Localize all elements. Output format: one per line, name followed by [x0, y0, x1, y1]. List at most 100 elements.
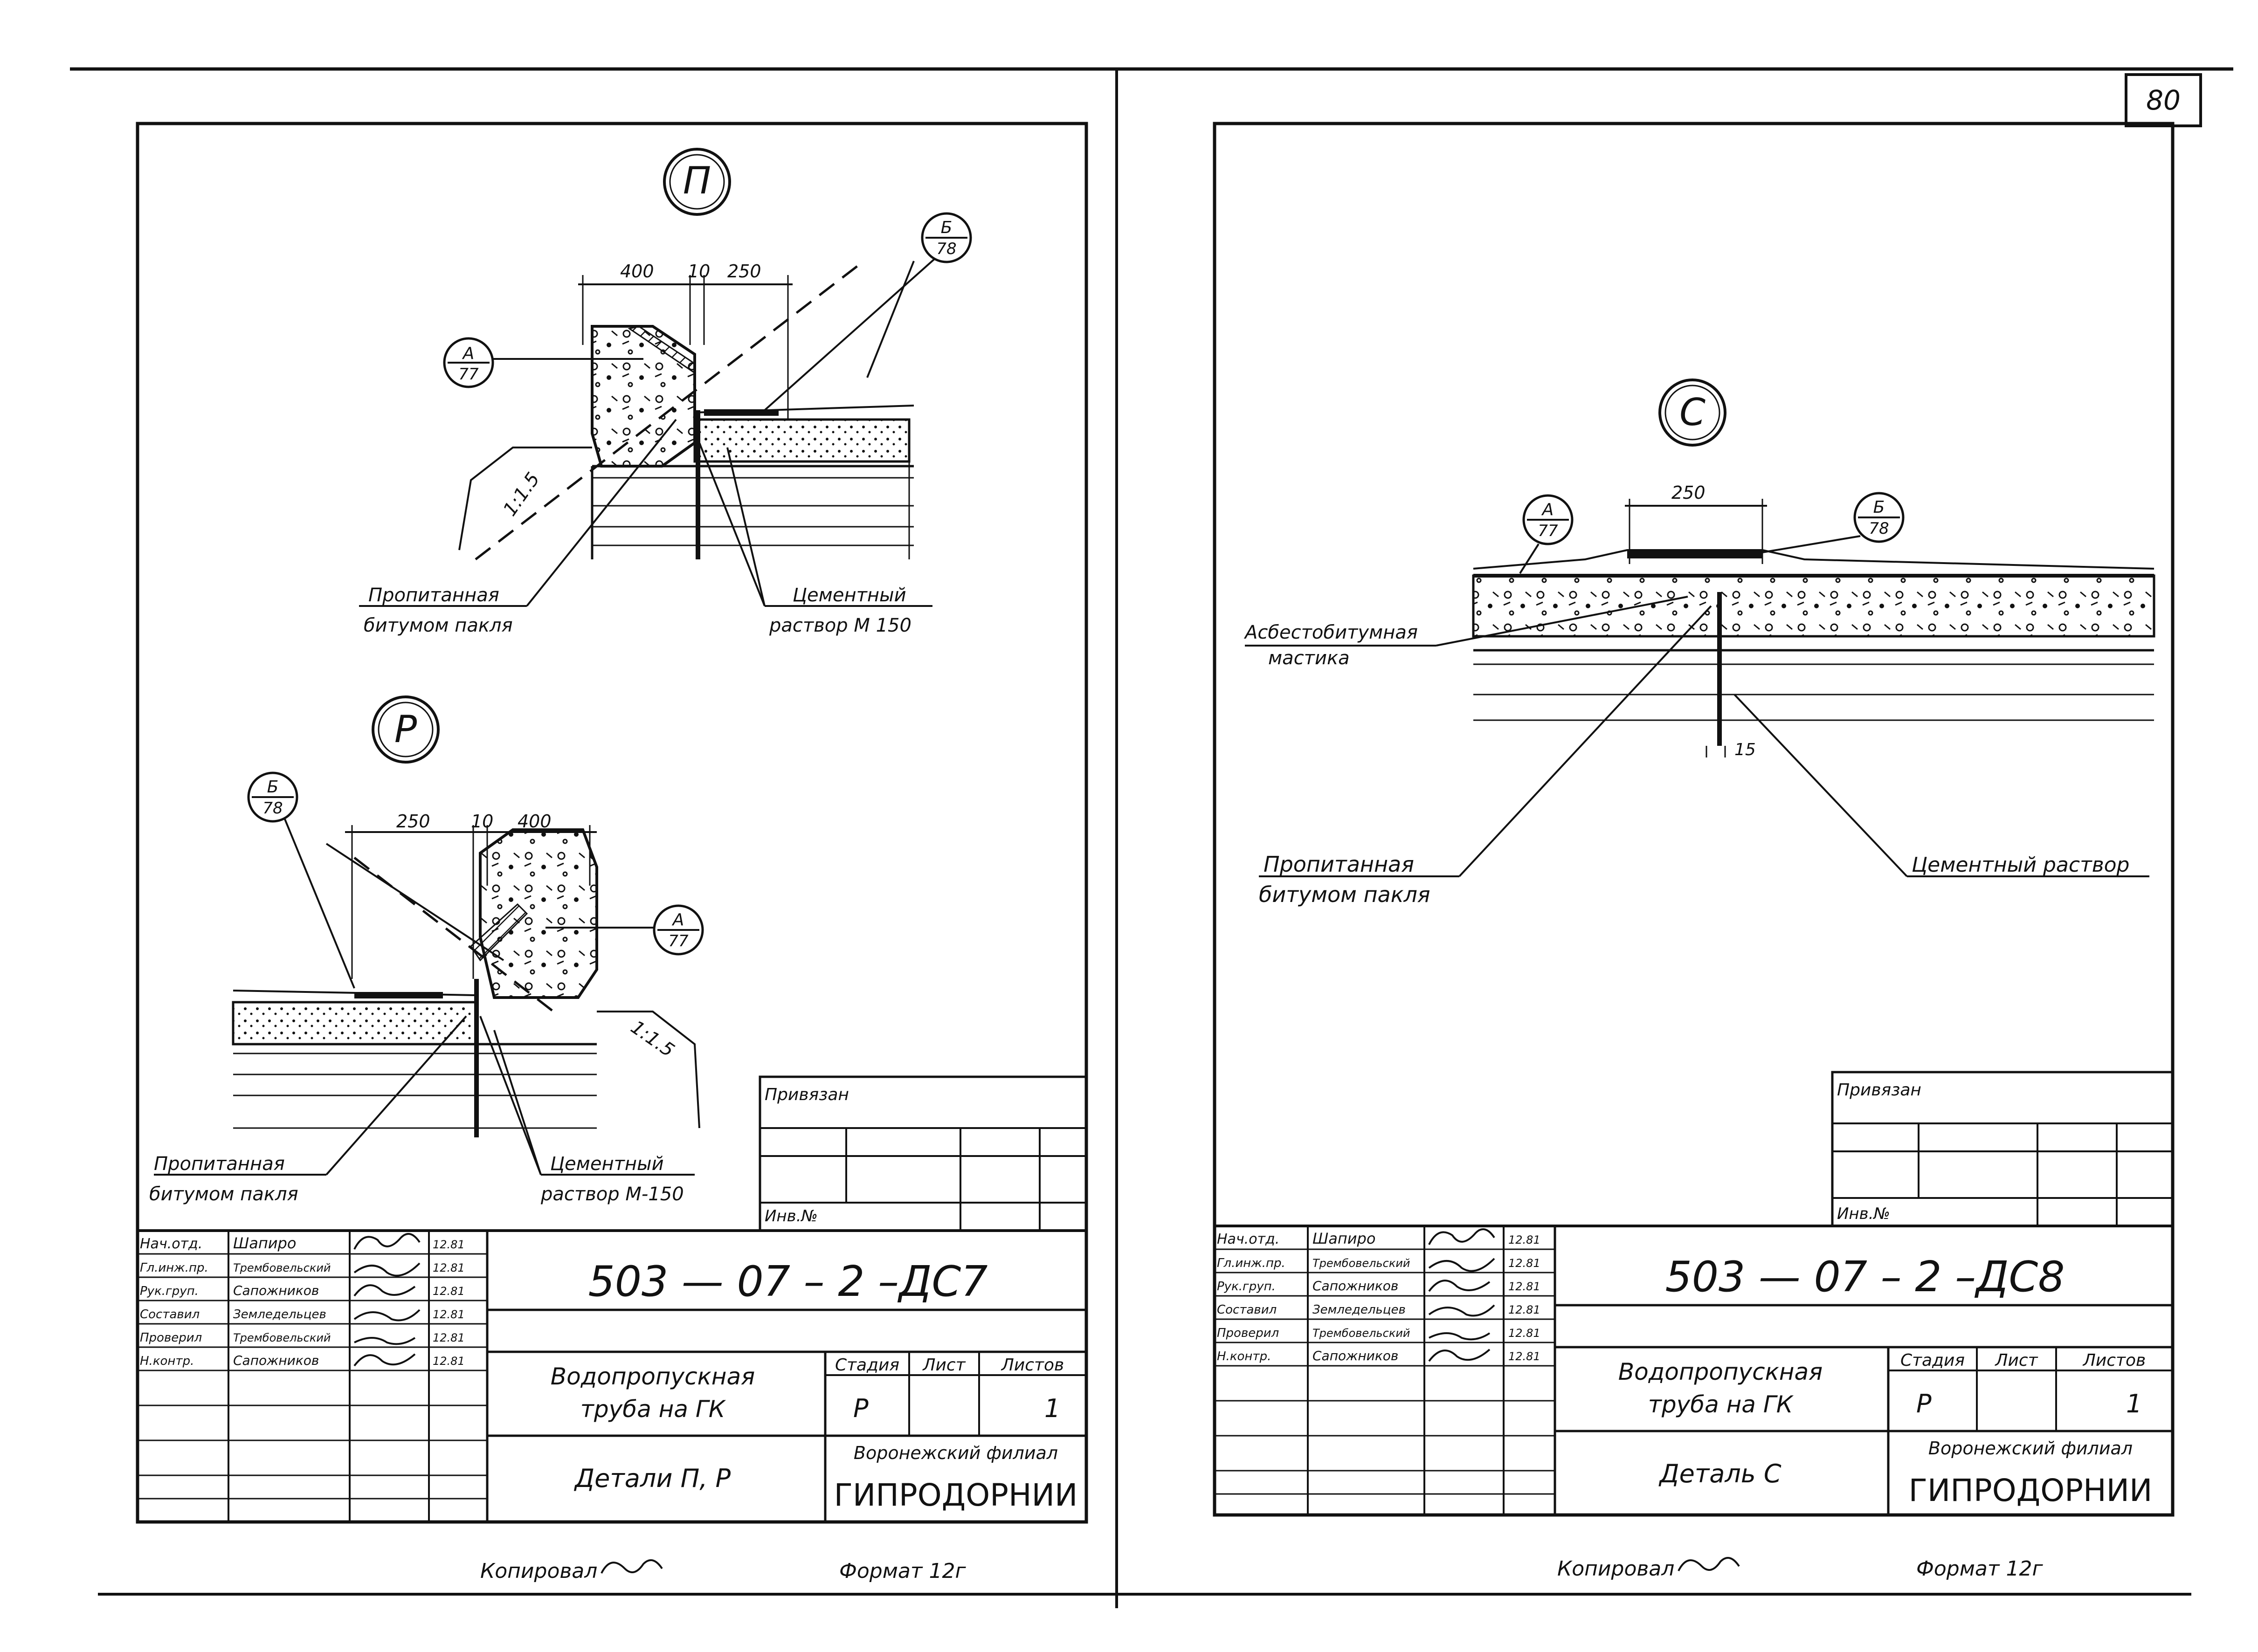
detail-p-marker: П [683, 159, 711, 202]
left-privyazan: Привязан [765, 1085, 849, 1104]
detail-p-label-mortar-1: Цементный [793, 585, 906, 606]
detail-r-ref-a-bottom: 77 [668, 932, 689, 950]
detail-p-label-tow-2: битумом пакля [364, 615, 513, 636]
right-copied-signature [1678, 1557, 1740, 1571]
detail-r-marker: Р [394, 708, 417, 751]
detail-c-ref-a-bottom: 77 [1538, 522, 1558, 540]
right-stage-label: Стадия [1900, 1351, 1965, 1370]
left-sig-date-4: 12.81 [433, 1331, 465, 1344]
detail-p-slope: 1:1.5 [499, 468, 544, 520]
left-sig-name-4: Трембовельский [233, 1331, 331, 1344]
right-inv: Инв.№ [1837, 1205, 1890, 1223]
left-sig-name-1: Трембовельский [233, 1261, 331, 1274]
left-sheets-label: Листов [1001, 1356, 1064, 1375]
left-signatories: Нач.отд. Шапиро 12.81 Гл.инж.пр. Трембов… [140, 1234, 465, 1368]
right-sheet: С 250 15 А 77 Б 78 [1213, 122, 2175, 1581]
left-sheets: 1 [1044, 1394, 1060, 1423]
detail-r-label-mortar-2: раствор М-150 [540, 1184, 684, 1205]
right-sig-date-5: 12.81 [1508, 1350, 1540, 1363]
detail-c-label-mastic-2: мастика [1268, 647, 1350, 669]
page-number-box: 80 [2125, 73, 2202, 127]
detail-r-label-tow-1: Пропитанная [154, 1153, 285, 1175]
right-code: 503 — 07 – 2 –ДС8 [1665, 1253, 2065, 1301]
right-sig-date-2: 12.81 [1508, 1280, 1540, 1293]
left-sheet-label: Лист [922, 1356, 966, 1375]
right-sig-date-3: 12.81 [1508, 1303, 1540, 1316]
right-title-2: труба на ГК [1648, 1391, 1794, 1418]
right-sheet-label: Лист [1994, 1351, 2038, 1370]
left-sheet: П 400 10 250 [136, 122, 1088, 1583]
detail-c-label-tow-1: Пропитанная [1264, 852, 1414, 877]
detail-c-label-mastic-1: Асбестобитумная [1243, 622, 1418, 643]
right-org-line: Воронежский филиал [1928, 1438, 2133, 1459]
right-format: Формат 12г [1916, 1557, 2043, 1581]
left-title-2: труба на ГК [580, 1396, 726, 1423]
detail-r-label-tow-2: битумом пакля [149, 1184, 298, 1205]
left-inv: Инв.№ [765, 1207, 818, 1225]
left-title-block: Нач.отд. Шапиро 12.81 Гл.инж.пр. Трембов… [136, 1229, 1088, 1523]
right-sig-role-5: Н.контр. [1217, 1349, 1271, 1363]
left-sig-date-5: 12.81 [433, 1355, 465, 1368]
detail-c: С 250 15 А 77 Б 78 [1243, 379, 2155, 907]
detail-c-ref-b-top: Б [1873, 498, 1885, 517]
right-org: ГИПРОДОРНИИ [1909, 1473, 2153, 1508]
right-privyazan: Привязан [1837, 1081, 1921, 1100]
right-stage: Р [1916, 1389, 1932, 1418]
right-title-1: Водопропускная [1618, 1358, 1823, 1385]
right-sheets-label: Листов [2082, 1351, 2146, 1370]
detail-r: Р 250 10 400 1:1.5 Б [149, 695, 704, 1205]
right-sig-name-5: Сапожников [1312, 1348, 1398, 1363]
right-sig-name-4: Трембовельский [1312, 1327, 1410, 1340]
right-copied: Копировал [1557, 1557, 1674, 1581]
detail-r-ref-b-bottom: 78 [262, 799, 283, 818]
right-sig-name-3: Земледельцев [1312, 1303, 1406, 1317]
detail-c-label-tow-2: битумом пакля [1259, 882, 1430, 907]
left-title-1: Водопропускная [551, 1363, 755, 1390]
right-signatories: Нач.отд. Шапиро 12.81 Гл.инж.пр. Трембов… [1217, 1230, 1540, 1363]
detail-r-ref-a-top: А [672, 910, 684, 929]
left-sig-role-2: Рук.груп. [140, 1284, 199, 1298]
right-sig-role-4: Проверил [1217, 1326, 1279, 1340]
detail-p-dim-3: 250 [727, 261, 761, 282]
left-sig-name-3: Земледельцев [233, 1308, 326, 1322]
left-stage-label: Стадия [835, 1356, 899, 1375]
detail-r-dim-2: 10 [471, 811, 493, 832]
right-sig-date-4: 12.81 [1508, 1327, 1540, 1340]
left-sig-role-3: Составил [140, 1308, 200, 1322]
detail-p-dim-1: 400 [620, 261, 654, 282]
detail-r-label-mortar-1: Цементный [550, 1153, 664, 1175]
detail-c-ref-a-top: А [1541, 500, 1554, 519]
left-sig-name-2: Сапожников [233, 1283, 319, 1298]
left-copied-signature [601, 1559, 663, 1574]
right-sig-date-0: 12.81 [1508, 1233, 1540, 1246]
left-copied: Копировал [480, 1559, 597, 1583]
left-org: ГИПРОДОРНИИ [834, 1477, 1078, 1513]
left-sig-date-3: 12.81 [433, 1308, 465, 1321]
detail-p-ref-a-top: А [462, 344, 475, 363]
detail-r-dim-1: 250 [396, 811, 430, 832]
right-binding-box: Привязан Инв.№ [1831, 1071, 2174, 1227]
right-sheets: 1 [2126, 1389, 2142, 1418]
left-sig-date-1: 12.81 [433, 1261, 465, 1274]
right-sig-name-0: Шапиро [1312, 1230, 1375, 1247]
left-stage: Р [853, 1394, 869, 1423]
right-sig-role-1: Гл.инж.пр. [1217, 1256, 1285, 1270]
right-sig-role-0: Нач.отд. [1217, 1231, 1279, 1247]
left-sig-role-5: Н.контр. [140, 1354, 194, 1368]
left-sig-role-1: Гл.инж.пр. [140, 1261, 208, 1275]
right-subtitle: Деталь С [1658, 1459, 1781, 1488]
detail-r-dim-3: 400 [518, 811, 552, 832]
detail-p-ref-b-bottom: 78 [936, 240, 956, 258]
left-subtitle: Детали П, Р [574, 1464, 731, 1493]
detail-p-dim-2: 10 [688, 261, 710, 282]
right-signatures [1428, 1228, 1495, 1362]
right-sig-role-2: Рук.груп. [1217, 1280, 1276, 1294]
left-sig-date-0: 12.81 [433, 1238, 465, 1251]
right-sig-role-3: Составил [1217, 1303, 1277, 1317]
left-signatures [353, 1233, 421, 1367]
right-sig-date-1: 12.81 [1508, 1257, 1540, 1270]
left-sig-role-0: Нач.отд. [140, 1236, 202, 1252]
detail-r-ref-b-top: Б [267, 778, 279, 797]
detail-p-label-mortar-2: раствор М 150 [769, 615, 911, 636]
left-sig-role-4: Проверил [140, 1331, 202, 1345]
